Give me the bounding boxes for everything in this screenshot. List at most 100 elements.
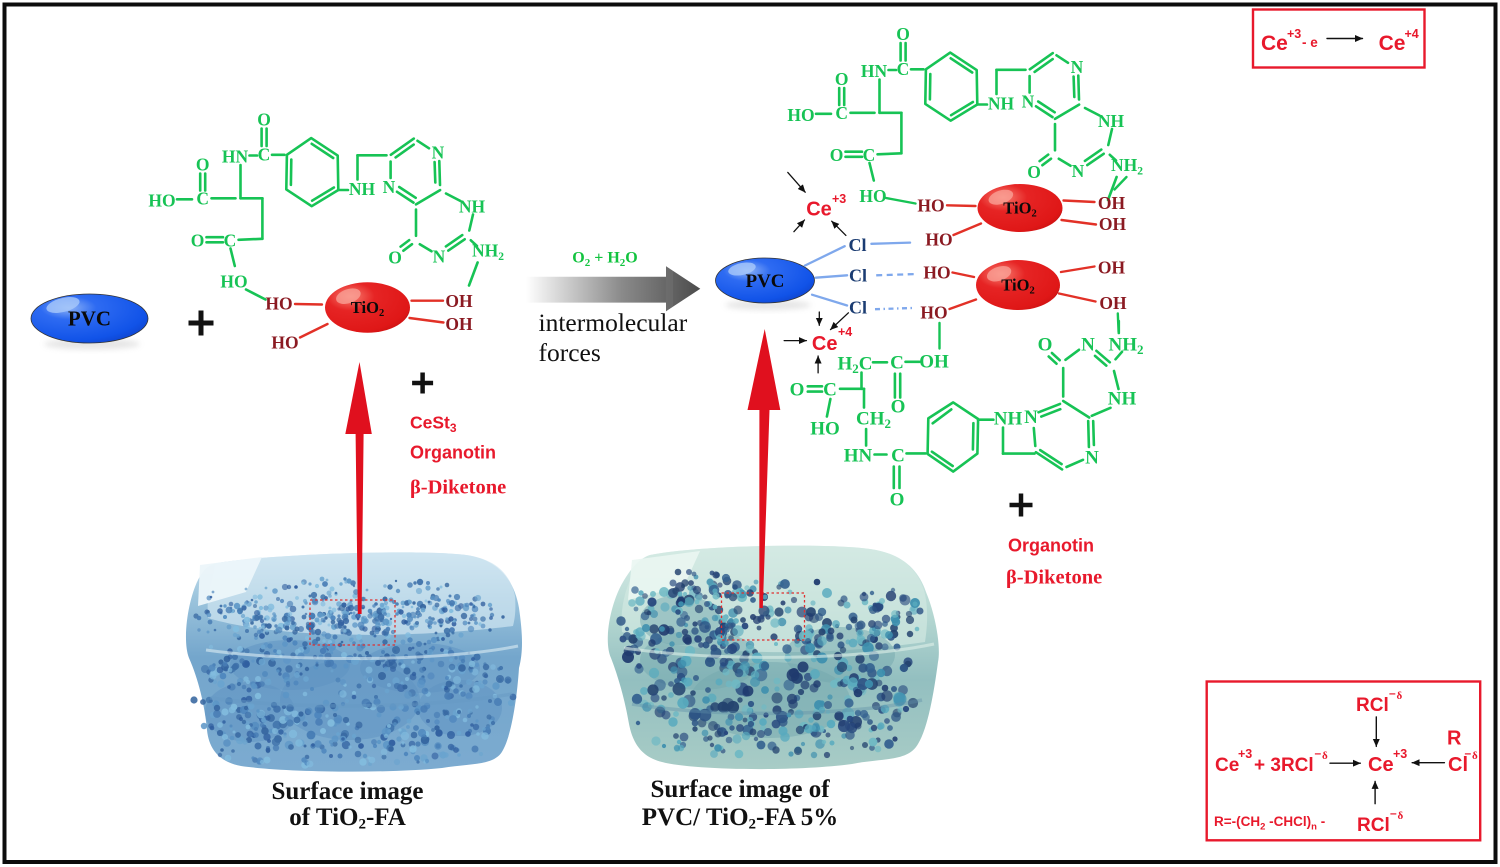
- svg-text:Surface image of: Surface image of: [650, 776, 830, 803]
- svg-text:OH: OH: [445, 291, 473, 311]
- svg-text:Ce: Ce: [1215, 755, 1239, 776]
- svg-text:OH: OH: [1099, 293, 1127, 313]
- svg-text:PVC: PVC: [745, 271, 784, 292]
- svg-text:R: R: [1447, 728, 1462, 750]
- svg-text:Organotin: Organotin: [410, 443, 496, 463]
- svg-text:Ce: Ce: [806, 199, 832, 221]
- svg-text:Cl: Cl: [849, 266, 867, 286]
- svg-text:Cl: Cl: [1448, 754, 1468, 776]
- svg-text:C: C: [823, 380, 837, 401]
- svg-text:OH: OH: [919, 352, 949, 373]
- svg-text:NH: NH: [349, 179, 376, 199]
- svg-text:O: O: [257, 110, 271, 130]
- svg-text:N: N: [1022, 92, 1035, 112]
- svg-text:+3: +3: [1238, 747, 1252, 761]
- svg-text:HO: HO: [925, 230, 952, 250]
- svg-text:TiO2: TiO2: [1003, 198, 1036, 219]
- svg-text:–: –: [1315, 746, 1322, 760]
- svg-text:HO: HO: [917, 196, 944, 216]
- svg-text:Organotin: Organotin: [1008, 536, 1094, 556]
- svg-text:CeSt3: CeSt3: [410, 413, 457, 436]
- svg-text:C: C: [258, 145, 271, 165]
- svg-text:TiO2: TiO2: [1001, 275, 1034, 296]
- svg-text:HO: HO: [148, 191, 175, 211]
- svg-text:+4: +4: [1405, 27, 1419, 41]
- svg-text:Cl: Cl: [849, 235, 867, 255]
- svg-text:OH: OH: [1098, 193, 1126, 213]
- svg-text:δ: δ: [1322, 750, 1328, 762]
- svg-text:NH: NH: [994, 409, 1023, 430]
- svg-text:C: C: [897, 59, 910, 79]
- svg-text:+4: +4: [838, 325, 852, 339]
- svg-text:RCl: RCl: [1357, 815, 1390, 836]
- svg-text:NH: NH: [988, 94, 1015, 114]
- svg-text:N: N: [1071, 57, 1084, 77]
- svg-text:O: O: [191, 231, 205, 251]
- svg-text:NH: NH: [1108, 389, 1137, 410]
- svg-text:O: O: [388, 248, 402, 268]
- svg-text:+ 3RCl: + 3RCl: [1254, 755, 1314, 776]
- svg-text:CH2: CH2: [856, 409, 891, 432]
- svg-text:–: –: [1389, 686, 1396, 700]
- svg-text:C: C: [863, 145, 876, 165]
- svg-text:N: N: [1024, 407, 1038, 428]
- svg-text:Ce: Ce: [1368, 754, 1394, 776]
- svg-text:N: N: [433, 247, 446, 267]
- svg-text:N: N: [432, 143, 445, 163]
- svg-text:C: C: [835, 103, 848, 123]
- svg-text:NH2: NH2: [472, 241, 504, 264]
- svg-text:δ: δ: [1398, 810, 1404, 822]
- svg-text:OH: OH: [1099, 214, 1127, 234]
- svg-text:O2 + H2O: O2 + H2O: [572, 250, 637, 270]
- svg-text:HN: HN: [222, 147, 249, 167]
- svg-text:–: –: [1465, 746, 1472, 760]
- svg-text:OH: OH: [445, 314, 473, 334]
- svg-text:O: O: [1038, 335, 1053, 356]
- svg-text:β-Diketone: β-Diketone: [1006, 567, 1102, 589]
- svg-text:Cl: Cl: [849, 298, 867, 318]
- svg-text:HO: HO: [271, 333, 298, 353]
- svg-text:R=-(CH2 -CHCl)n -: R=-(CH2 -CHCl)n -: [1214, 814, 1325, 833]
- svg-text:H2C: H2C: [837, 354, 872, 377]
- svg-text:N: N: [1081, 335, 1095, 356]
- svg-text:- e: - e: [1302, 35, 1318, 50]
- svg-text:HO: HO: [859, 186, 886, 206]
- svg-text:O: O: [830, 145, 844, 165]
- svg-text:HO: HO: [220, 272, 247, 292]
- svg-text:NH2: NH2: [1111, 155, 1143, 178]
- svg-text:+3: +3: [1287, 27, 1301, 41]
- svg-text:HO: HO: [923, 263, 950, 283]
- svg-text:C: C: [196, 189, 209, 209]
- svg-text:of TiO2-FA: of TiO2-FA: [289, 804, 406, 833]
- svg-text:HO: HO: [787, 105, 814, 125]
- svg-text:+3: +3: [1393, 747, 1407, 761]
- svg-text:intermolecular: intermolecular: [539, 308, 688, 337]
- svg-text:NH2: NH2: [1109, 335, 1144, 358]
- svg-text:TiO2: TiO2: [351, 298, 384, 319]
- svg-text:–: –: [1390, 806, 1397, 820]
- svg-text:O: O: [896, 24, 910, 44]
- svg-text:PVC: PVC: [68, 307, 111, 331]
- svg-text:C: C: [890, 353, 904, 374]
- svg-text:O: O: [196, 155, 210, 175]
- svg-text:N: N: [1085, 448, 1099, 469]
- svg-text:OH: OH: [1098, 258, 1126, 278]
- svg-text:Ce: Ce: [812, 333, 838, 355]
- svg-text:NH: NH: [1098, 111, 1125, 131]
- svg-text:β-Diketone: β-Diketone: [410, 477, 506, 499]
- svg-text:Ce: Ce: [1379, 32, 1406, 55]
- svg-text:HN: HN: [861, 61, 888, 81]
- svg-text:NH: NH: [459, 197, 486, 217]
- svg-text:O: O: [890, 490, 905, 511]
- svg-text:O: O: [1027, 162, 1041, 182]
- svg-text:O: O: [835, 69, 849, 89]
- svg-text:C: C: [891, 446, 905, 467]
- svg-text:N: N: [1072, 161, 1085, 181]
- svg-text:PVC/ TiO2-FA 5%: PVC/ TiO2-FA 5%: [642, 804, 838, 833]
- svg-text:δ: δ: [1397, 690, 1403, 702]
- svg-text:RCl: RCl: [1356, 695, 1389, 716]
- svg-text:HO: HO: [265, 294, 292, 314]
- svg-text:Ce: Ce: [1261, 32, 1288, 55]
- svg-text:forces: forces: [539, 338, 601, 367]
- svg-text:δ: δ: [1472, 750, 1478, 762]
